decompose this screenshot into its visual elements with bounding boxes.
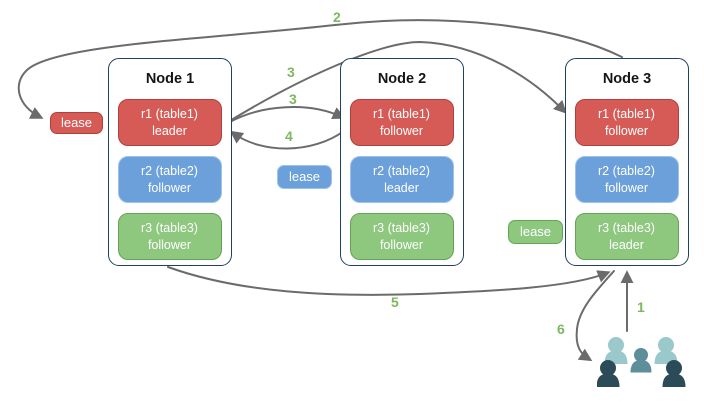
lease-badge-table1: lease: [50, 112, 103, 134]
replica-role: follower: [604, 123, 649, 138]
arrow-6-node3-to-users: [575, 270, 615, 362]
replica-name: r3 (table3): [141, 221, 198, 236]
replica-role: leader: [609, 237, 644, 252]
lease-badge-table2: lease: [277, 165, 332, 189]
arrow-3-node1-to-node3: [227, 40, 567, 123]
node3-replica-r3: r3 (table3) leader: [574, 213, 679, 260]
replica-name: r3 (table3): [373, 221, 430, 236]
replica-name: r2 (table2): [373, 164, 430, 179]
replica-name: r2 (table2): [598, 164, 655, 179]
step-label-2: 2: [333, 9, 341, 25]
node-3: Node 3 r1 (table1) follower r2 (table2) …: [565, 58, 689, 266]
step-label-4: 4: [285, 128, 293, 144]
step-label-1: 1: [637, 299, 645, 315]
node2-replica-r2: r2 (table2) leader: [349, 156, 454, 203]
node3-replica-r1: r1 (table1) follower: [574, 99, 679, 146]
replica-name: r2 (table2): [141, 164, 198, 179]
users-group-icon: [597, 337, 686, 387]
step-label-3b: 3: [289, 91, 297, 107]
node-3-title: Node 3: [602, 71, 652, 87]
node1-replica-r2: r2 (table2) follower: [117, 156, 222, 203]
node-1: Node 1 r1 (table1) leader r2 (table2) fo…: [108, 58, 232, 266]
node-2-title: Node 2: [377, 71, 427, 87]
arrow-4-node2-to-node1: [229, 130, 345, 150]
node-1-title: Node 1: [145, 71, 195, 87]
step-label-6: 6: [557, 321, 565, 337]
replica-role: leader: [152, 123, 187, 138]
node1-replica-r1: r1 (table1) leader: [117, 99, 222, 146]
lease-badge-table3: lease: [508, 220, 563, 244]
replica-role: follower: [147, 237, 192, 252]
replica-name: r1 (table1): [598, 107, 655, 122]
replica-name: r1 (table1): [141, 107, 198, 122]
node1-replica-r3: r3 (table3) follower: [117, 213, 222, 260]
replica-role: follower: [604, 180, 649, 195]
node-2: Node 2 r1 (table1) follower r2 (table2) …: [340, 58, 464, 266]
arrow-2-node3-to-lease1: [17, 19, 623, 119]
replica-role: follower: [147, 180, 192, 195]
step-label-3a: 3: [287, 64, 295, 80]
node2-replica-r3: r3 (table3) follower: [349, 213, 454, 260]
node2-replica-r1: r1 (table1) follower: [349, 99, 454, 146]
replica-name: r1 (table1): [373, 107, 430, 122]
replica-role: leader: [384, 180, 419, 195]
replica-role: follower: [379, 237, 424, 252]
replica-name: r3 (table3): [598, 221, 655, 236]
step-label-5: 5: [391, 294, 399, 310]
replica-role: follower: [379, 123, 424, 138]
arrow-3-node1-to-node2: [227, 106, 346, 124]
node3-replica-r2: r2 (table2) follower: [574, 156, 679, 203]
arrow-5-node1-to-node3: [167, 266, 611, 296]
